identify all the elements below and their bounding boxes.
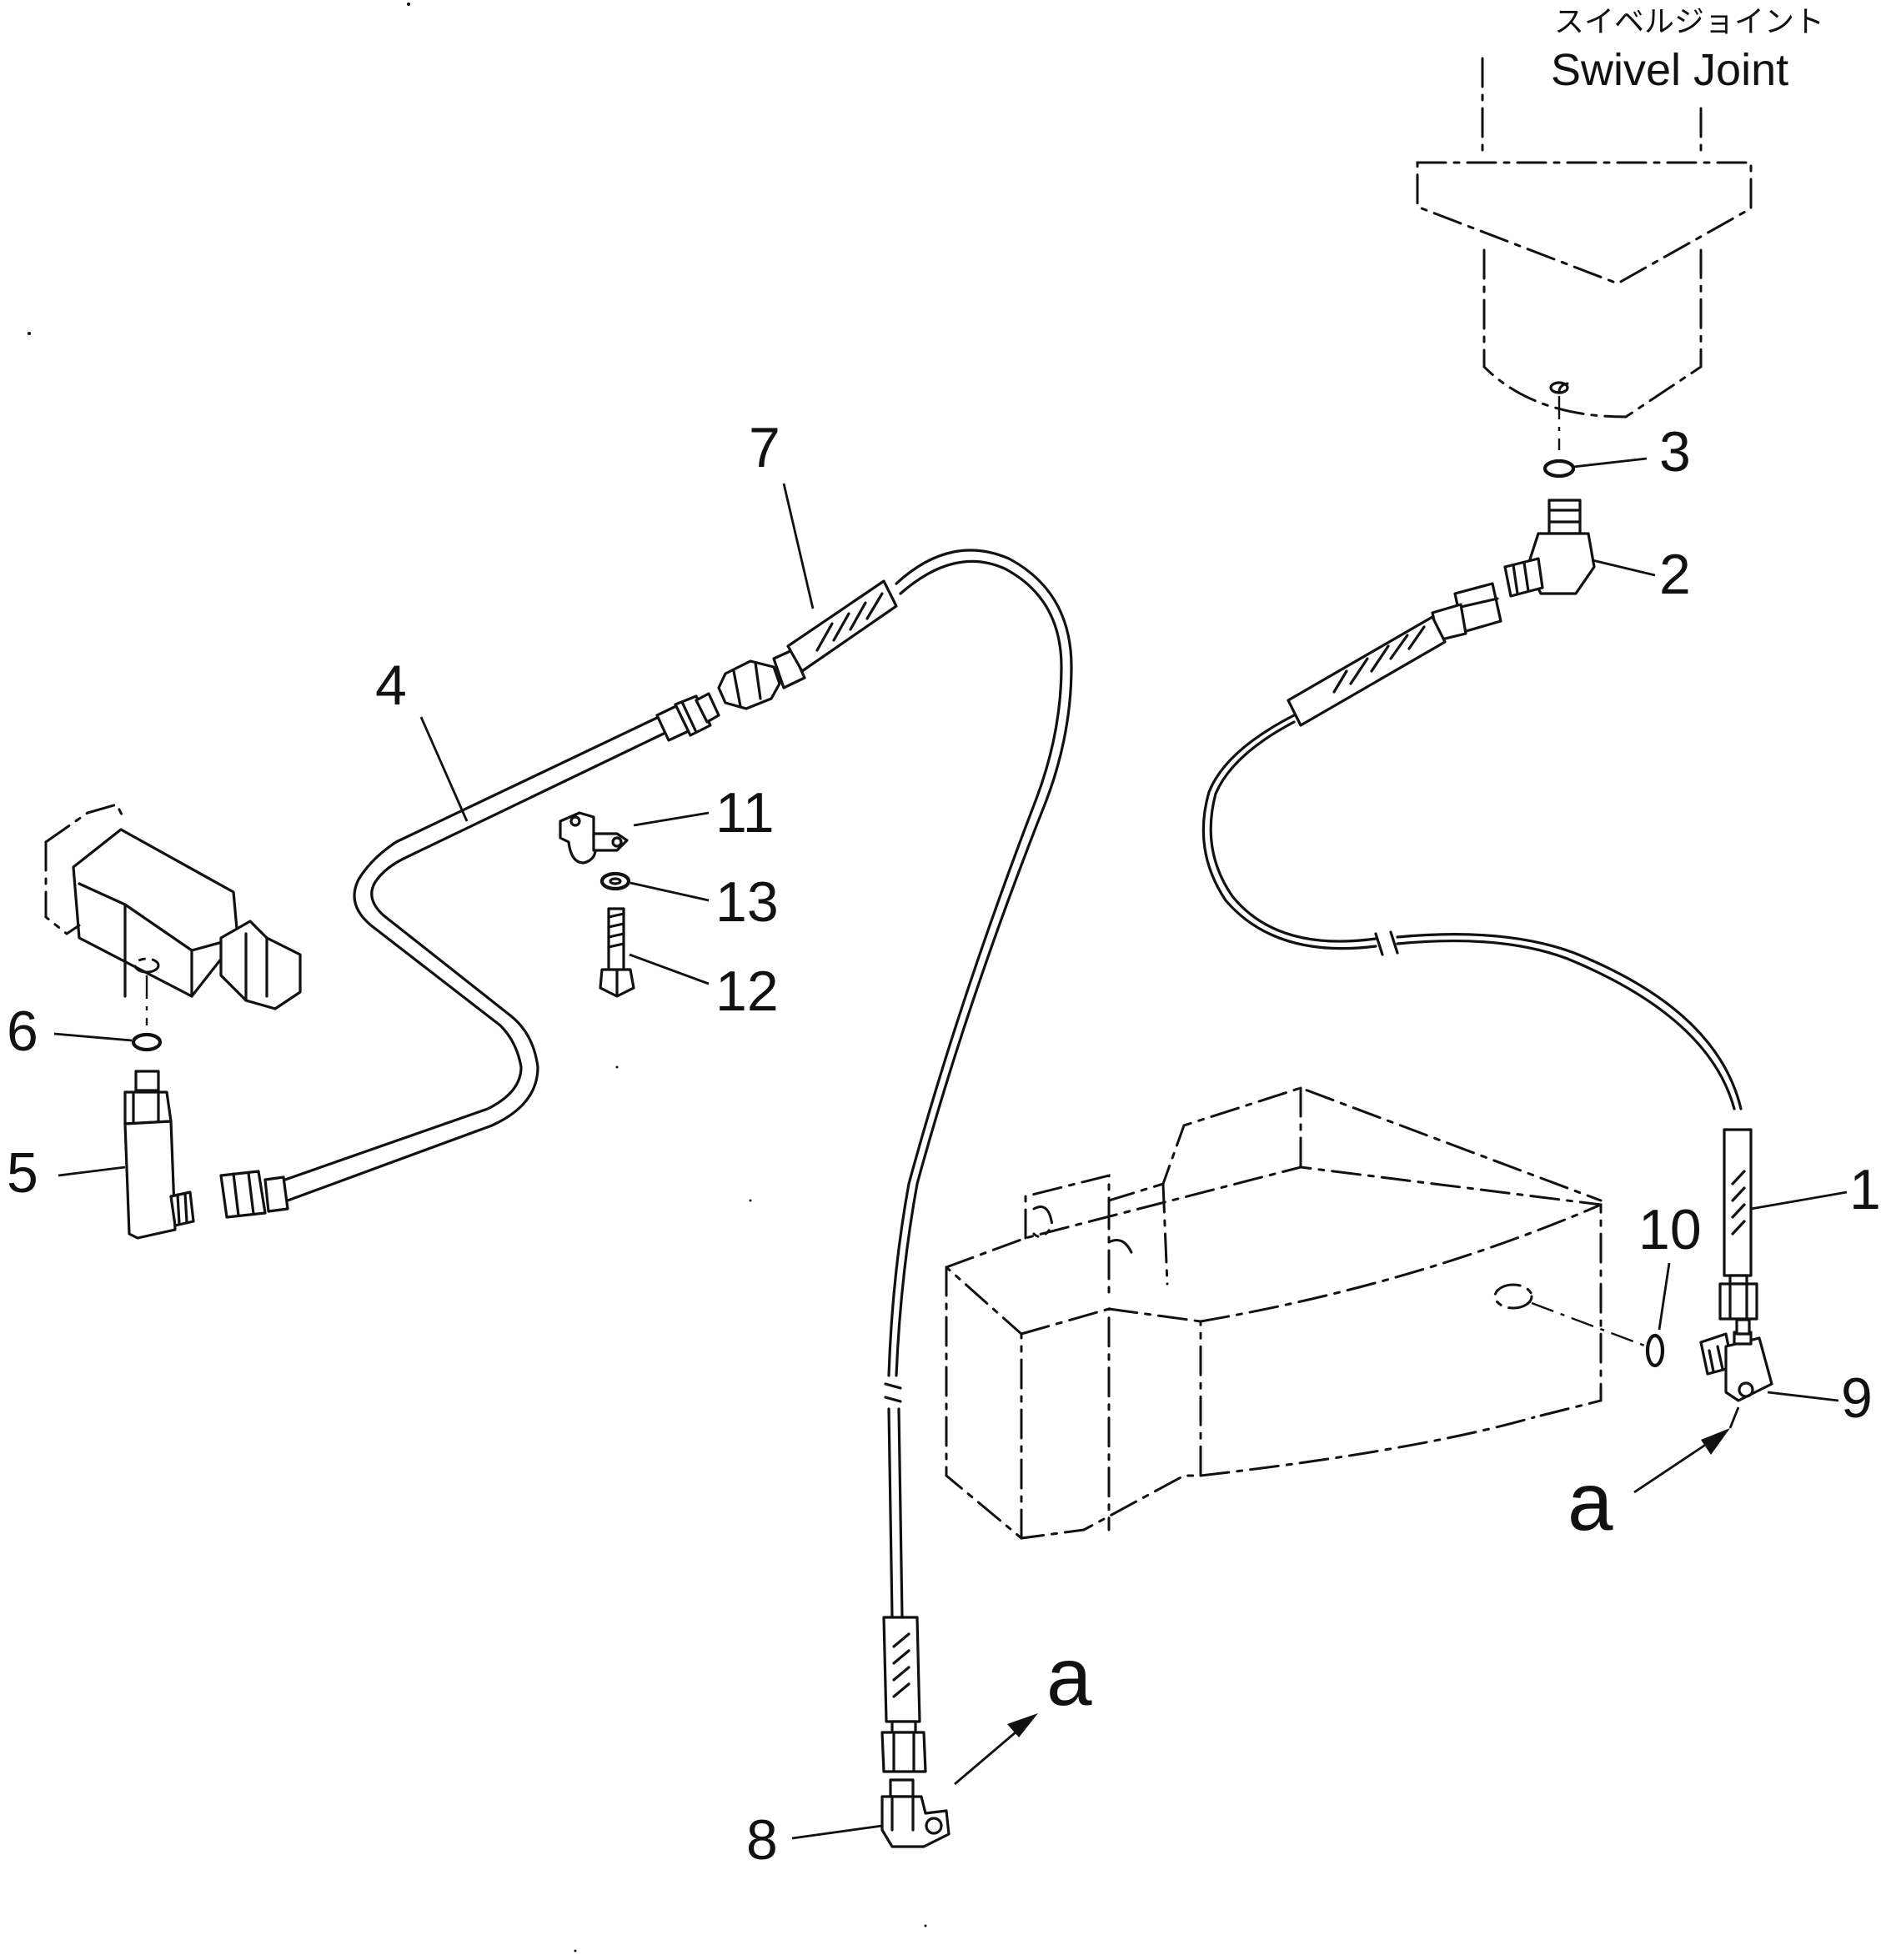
label-part-4: 4	[375, 654, 407, 717]
left-valve	[44, 803, 302, 1025]
label-part-6: 6	[7, 1000, 38, 1063]
view-reference-labels: a a	[1046, 1456, 1613, 1722]
label-part-11: 11	[715, 781, 775, 845]
part-11-clamp	[559, 811, 629, 865]
part-12-bolt	[599, 907, 635, 998]
label-part-7: 7	[749, 416, 780, 479]
part-7-hose	[717, 549, 1073, 1619]
part-8-elbow	[880, 1778, 951, 1848]
label-part-1: 1	[1849, 1158, 1881, 1221]
label-part-2: 2	[1659, 543, 1691, 606]
label-part-10: 10	[1638, 1198, 1702, 1261]
part-13-washer	[599, 871, 631, 891]
leader-lines	[53, 457, 1848, 1840]
label-part-8: 8	[746, 1808, 778, 1872]
part-number-labels: 3 2 1 10 9 7 4 11 13 12 6 5 8	[7, 416, 1881, 1872]
view-label-a-right: a	[1567, 1456, 1613, 1547]
title-english: Swivel Joint	[1551, 45, 1788, 95]
motor-block	[945, 1086, 1648, 1540]
part-2-elbow	[1503, 499, 1596, 598]
part-1-hose-end	[1718, 1128, 1758, 1321]
hose-upper-right	[1201, 582, 1743, 1110]
part-4-pipe	[219, 692, 720, 1219]
label-part-3: 3	[1659, 420, 1691, 484]
part-9-elbow	[1699, 1318, 1773, 1402]
label-part-9: 9	[1841, 1366, 1873, 1430]
part-5-fitting	[123, 1070, 195, 1240]
label-part-13: 13	[715, 870, 779, 934]
label-part-12: 12	[715, 960, 779, 1023]
swivel-joint-title: スイベルジョイント Swivel Joint	[1551, 5, 1824, 95]
hose-lower-end	[880, 1616, 927, 1773]
part-3-o-ring	[1542, 459, 1576, 479]
scan-specks	[28, 3, 927, 1952]
view-label-a-lower: a	[1046, 1631, 1092, 1722]
swivel-joint	[1416, 57, 1753, 450]
view-arrows	[954, 1406, 1740, 1786]
part-6-o-ring	[131, 1032, 163, 1052]
title-japanese: スイベルジョイント	[1554, 5, 1824, 39]
label-part-5: 5	[7, 1141, 38, 1205]
part-10-o-ring	[1645, 1333, 1665, 1368]
